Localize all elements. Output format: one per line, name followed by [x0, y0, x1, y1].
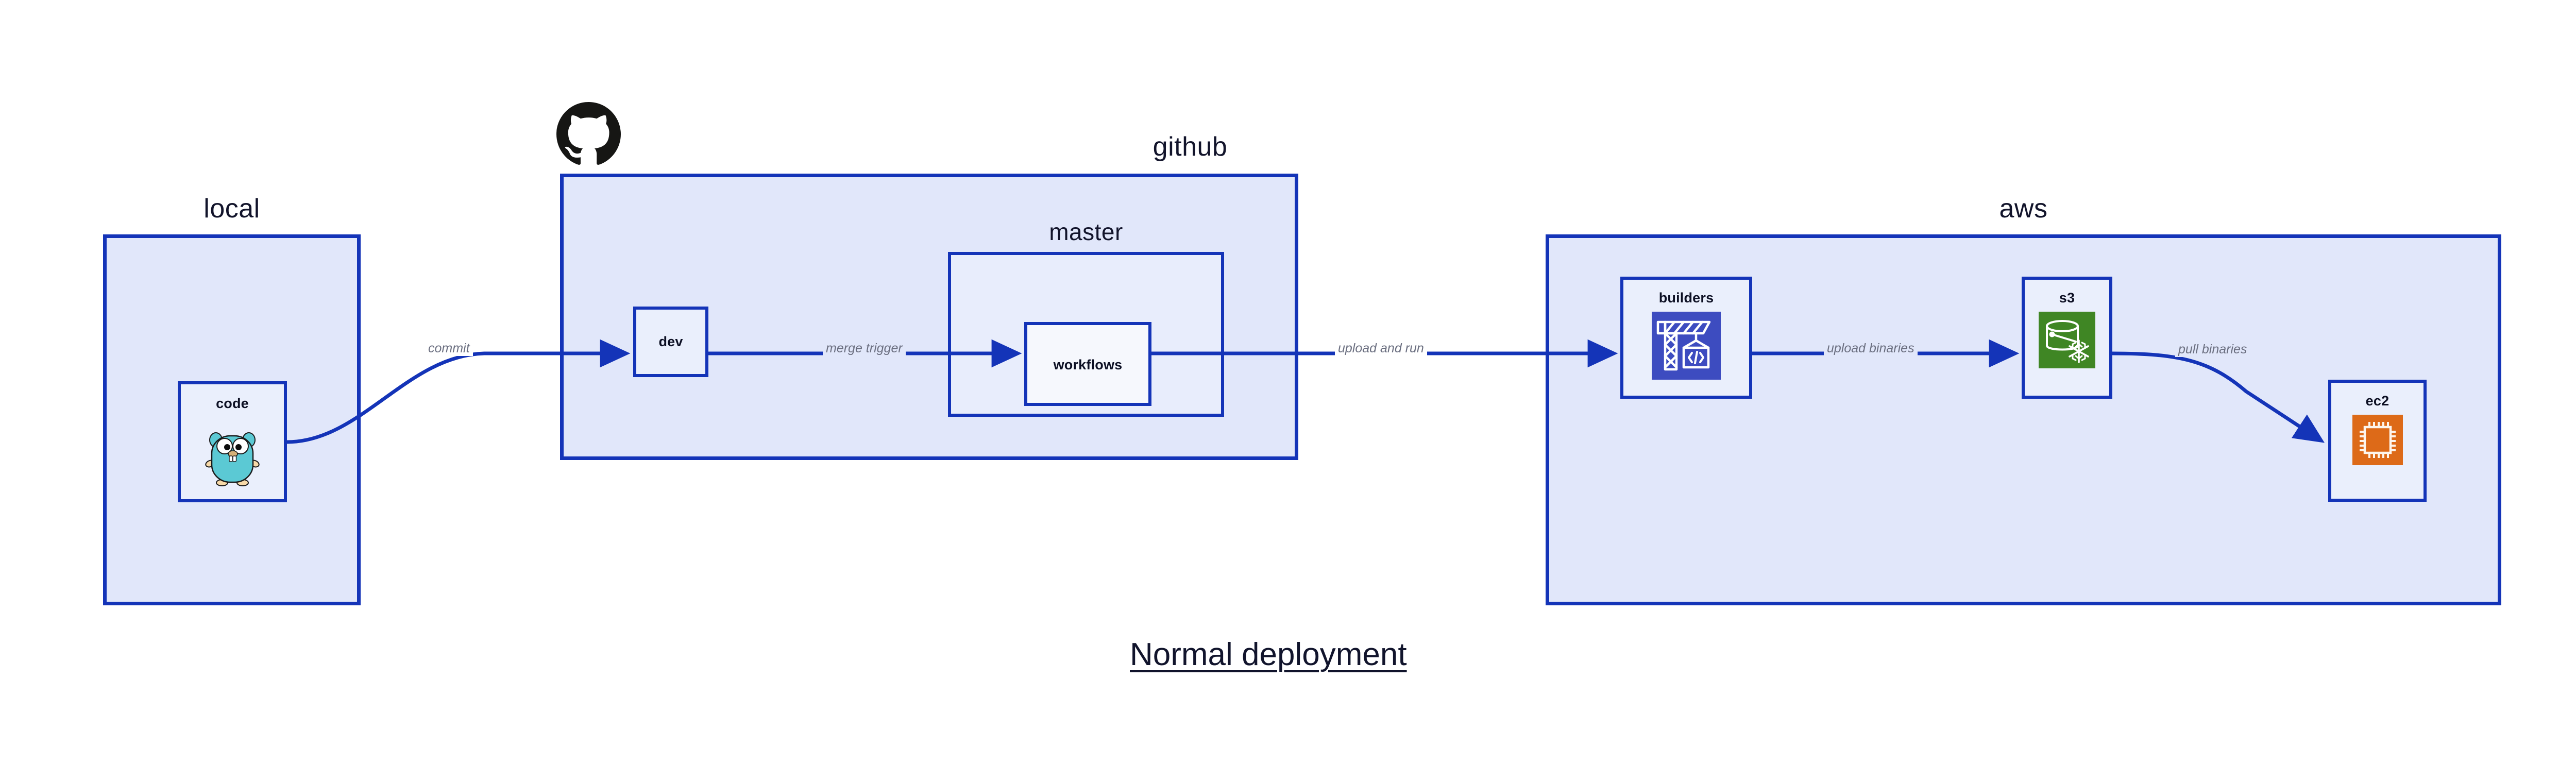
edge-label-upload-binaries: upload binaries [1824, 341, 1918, 356]
node-code[interactable]: code [178, 381, 287, 502]
aws-ec2-chip-icon [2352, 415, 2403, 465]
group-label-local: local [204, 194, 260, 224]
node-builders[interactable]: builders [1620, 277, 1752, 399]
node-label-code: code [216, 396, 249, 411]
node-label-dev: dev [658, 334, 683, 349]
edge-label-commit: commit [425, 341, 473, 356]
edge-label-pull-binaries: pull binaries [2175, 342, 2250, 357]
edge-label-upload-and-run: upload and run [1335, 341, 1427, 356]
node-s3[interactable]: s3 [2022, 277, 2112, 399]
node-ec2[interactable]: ec2 [2328, 380, 2427, 502]
group-label-aws: aws [1999, 194, 2048, 224]
subgroup-label-master: master [1049, 218, 1123, 245]
aws-s3-glacier-icon [2039, 312, 2095, 368]
aws-crane-icon [1652, 312, 1721, 380]
go-gopher-icon [205, 425, 260, 486]
node-label-builders: builders [1658, 290, 1714, 305]
node-dev[interactable]: dev [633, 307, 708, 377]
edge-label-merge-trigger: merge trigger [823, 341, 906, 356]
node-label-s3: s3 [2059, 290, 2075, 305]
diagram-title: Normal deployment [1130, 637, 1407, 672]
node-label-workflows: workflows [1053, 357, 1123, 372]
github-octocat-logo [556, 102, 621, 166]
group-label-github: github [1153, 132, 1228, 162]
node-workflows[interactable]: workflows [1024, 322, 1151, 406]
node-label-ec2: ec2 [2365, 393, 2389, 409]
